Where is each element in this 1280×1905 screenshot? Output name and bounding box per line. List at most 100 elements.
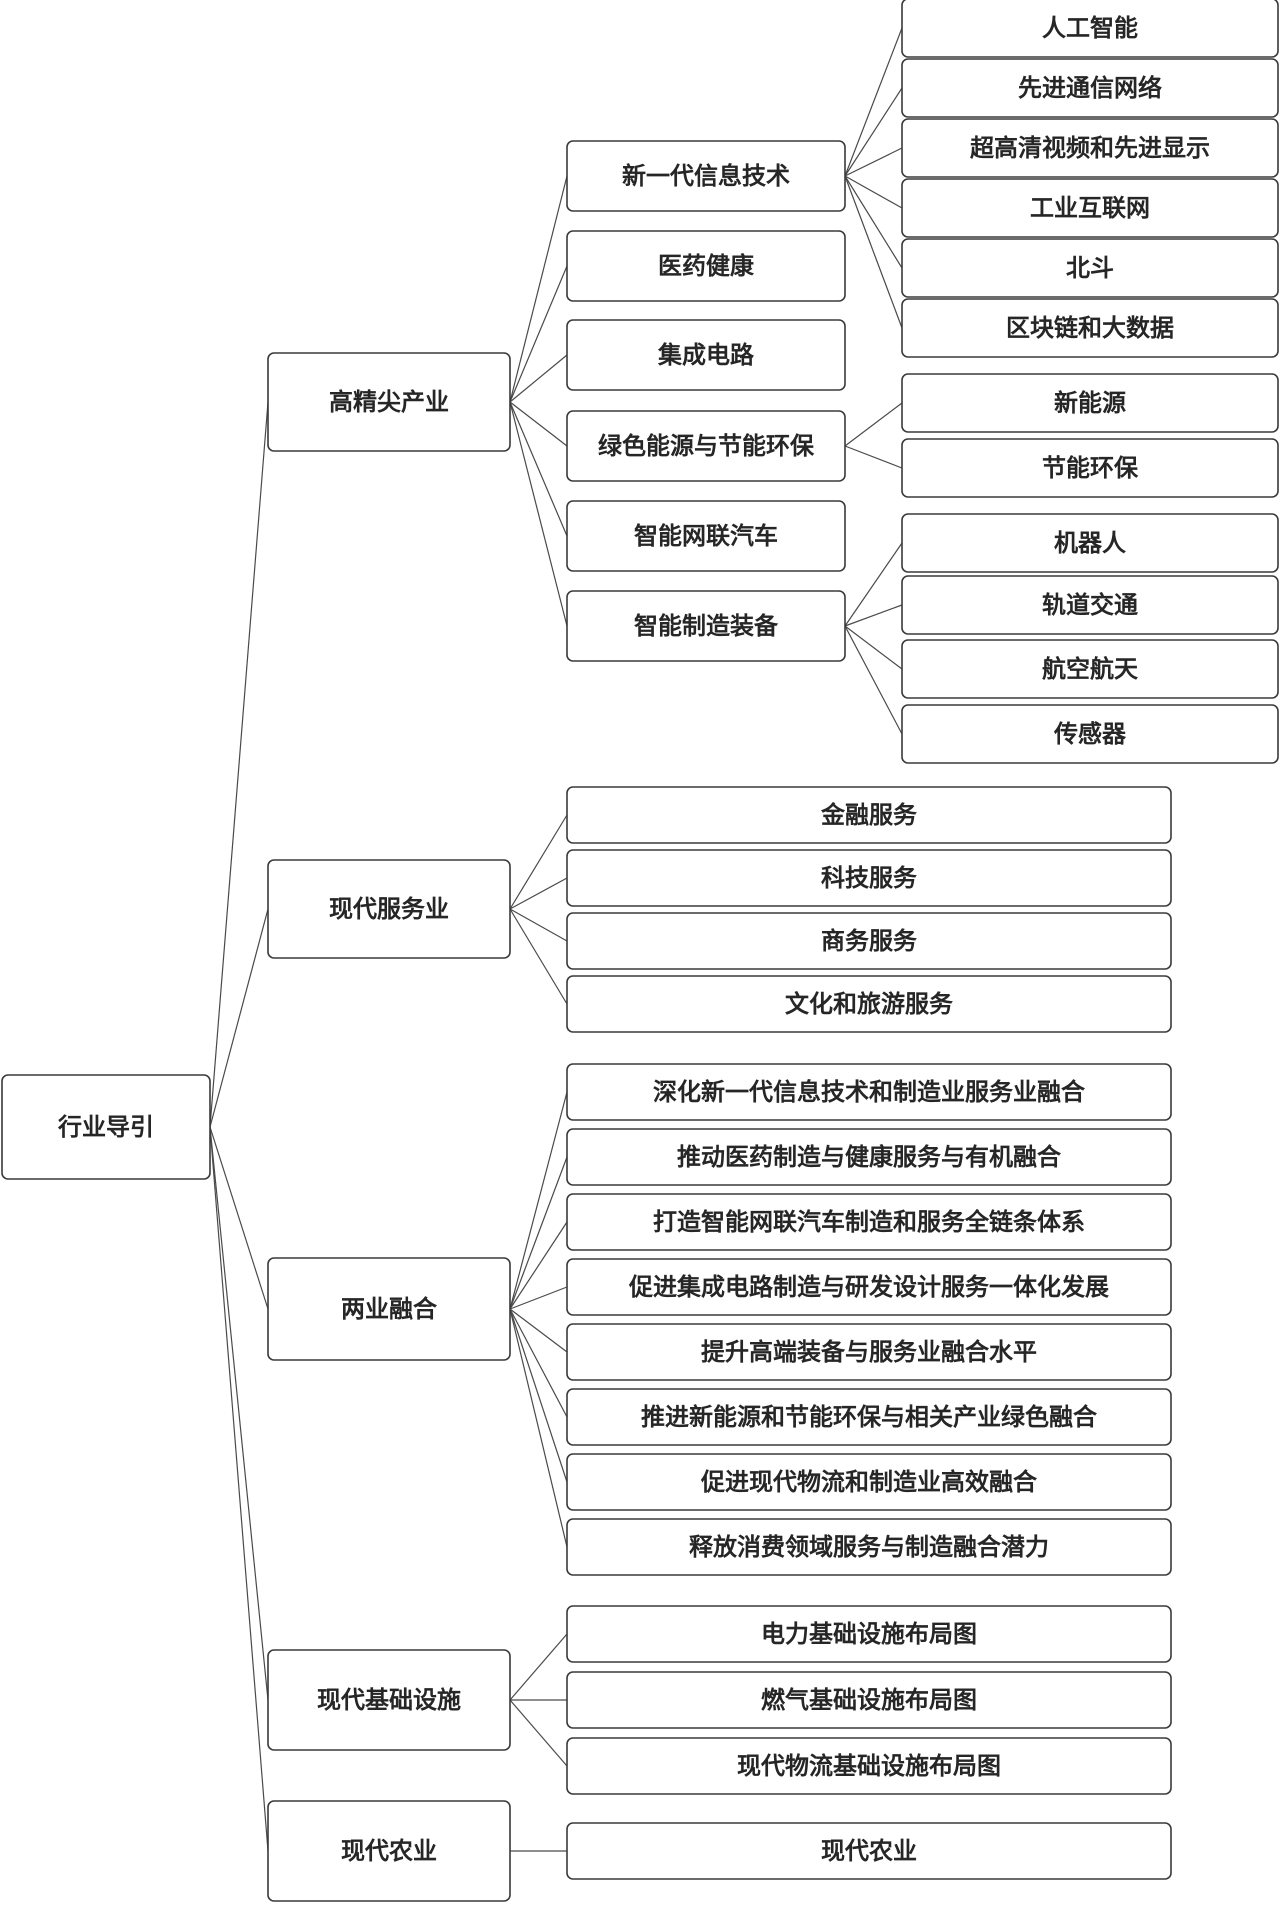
leaf-node-3-0-box bbox=[901, 373, 1279, 433]
item-node-1-2-label: 商务服务 bbox=[821, 927, 918, 955]
item-node-2-4-box bbox=[566, 1323, 1172, 1381]
subcategory-to-leaf-line bbox=[844, 175, 903, 329]
item-node-1-0-box bbox=[566, 786, 1172, 844]
subcategory-to-leaf-line bbox=[844, 625, 903, 670]
root-to-category-line bbox=[209, 1126, 269, 1310]
item-node-4-0-box bbox=[566, 1822, 1172, 1880]
leaf-node-5-3-label: 传感器 bbox=[1053, 720, 1127, 748]
category-node-0-box bbox=[267, 352, 511, 452]
item-node-4-0-label: 现代农业 bbox=[821, 1837, 917, 1865]
subcategory-node-5-box bbox=[566, 590, 846, 662]
item-node-2-6: 促进现代物流和制造业高效融合 bbox=[566, 1453, 1172, 1511]
leaf-node-5-2-box bbox=[901, 639, 1279, 699]
item-node-2-0-label: 深化新一代信息技术和制造业服务业融合 bbox=[653, 1078, 1086, 1106]
root-to-category-line bbox=[209, 1126, 269, 1852]
leaf-node-3-1-label: 节能环保 bbox=[1042, 454, 1139, 482]
leaf-node-0-0: 人工智能 bbox=[901, 0, 1279, 58]
subcategory-node-5: 智能制造装备 bbox=[566, 590, 846, 662]
category-node-1-label: 现代服务业 bbox=[329, 895, 449, 923]
subcategory-node-1: 医药健康 bbox=[566, 230, 846, 302]
subcategory-to-leaf-line bbox=[844, 604, 903, 627]
leaf-node-0-0-box bbox=[901, 0, 1279, 58]
item-node-1-3: 文化和旅游服务 bbox=[566, 975, 1172, 1033]
leaf-node-3-1-box bbox=[901, 438, 1279, 498]
item-node-2-3: 促进集成电路制造与研发设计服务一体化发展 bbox=[566, 1258, 1172, 1316]
leaf-node-0-3-box bbox=[901, 178, 1279, 238]
category-node-2-box bbox=[267, 1257, 511, 1361]
item-node-1-3-label: 文化和旅游服务 bbox=[785, 990, 954, 1018]
item-node-2-1: 推动医药制造与健康服务与有机融合 bbox=[566, 1128, 1172, 1186]
subcategory-node-2-box bbox=[566, 319, 846, 391]
subcategory-node-0-box bbox=[566, 140, 846, 212]
item-node-3-1-box bbox=[566, 1671, 1172, 1729]
leaf-node-0-2-label: 超高清视频和先进显示 bbox=[970, 134, 1210, 162]
subcategory-to-leaf-line bbox=[844, 175, 903, 209]
category-to-subcategory-line bbox=[509, 265, 568, 403]
item-node-1-3-box bbox=[566, 975, 1172, 1033]
category-to-item-line bbox=[509, 877, 568, 910]
item-node-2-2: 打造智能网联汽车制造和服务全链条体系 bbox=[566, 1193, 1172, 1251]
category-to-item-line bbox=[509, 1699, 568, 1767]
leaf-node-0-3: 工业互联网 bbox=[901, 178, 1279, 238]
leaf-node-0-1: 先进通信网络 bbox=[901, 58, 1279, 118]
item-node-3-2-label: 现代物流基础设施布局图 bbox=[737, 1752, 1001, 1780]
subcategory-node-3-label: 绿色能源与节能环保 bbox=[598, 432, 815, 460]
leaf-node-0-4-box bbox=[901, 238, 1279, 298]
leaf-node-3-0-label: 新能源 bbox=[1054, 389, 1126, 417]
leaf-node-0-4: 北斗 bbox=[901, 238, 1279, 298]
leaf-node-5-3: 传感器 bbox=[901, 704, 1279, 764]
subcategory-to-leaf-line bbox=[844, 625, 903, 735]
item-node-4-0: 现代农业 bbox=[566, 1822, 1172, 1880]
item-node-2-1-label: 推动医药制造与健康服务与有机融合 bbox=[677, 1143, 1062, 1171]
subcategory-node-3: 绿色能源与节能环保 bbox=[566, 410, 846, 482]
item-node-1-1: 科技服务 bbox=[566, 849, 1172, 907]
category-node-3-box bbox=[267, 1649, 511, 1751]
subcategory-node-4-box bbox=[566, 500, 846, 572]
item-node-2-0-box bbox=[566, 1063, 1172, 1121]
leaf-node-0-4-label: 北斗 bbox=[1066, 254, 1114, 282]
item-node-2-6-box bbox=[566, 1453, 1172, 1511]
item-node-2-4-label: 提升高端装备与服务业融合水平 bbox=[701, 1338, 1037, 1366]
leaf-node-0-2-box bbox=[901, 118, 1279, 178]
leaf-node-5-0: 机器人 bbox=[901, 513, 1279, 573]
root-to-category-line bbox=[209, 1126, 269, 1701]
item-node-2-7-box bbox=[566, 1518, 1172, 1576]
subcategory-to-leaf-line bbox=[844, 27, 903, 177]
category-node-4-box bbox=[267, 1800, 511, 1902]
category-node-0-label: 高精尖产业 bbox=[329, 388, 449, 416]
category-to-item-line bbox=[509, 1633, 568, 1701]
item-node-2-7-label: 释放消费领域服务与制造融合潜力 bbox=[689, 1533, 1049, 1561]
leaf-node-0-5: 区块链和大数据 bbox=[901, 298, 1279, 358]
item-node-1-2-box bbox=[566, 912, 1172, 970]
leaf-node-3-1: 节能环保 bbox=[901, 438, 1279, 498]
leaf-node-0-3-label: 工业互联网 bbox=[1030, 194, 1150, 222]
leaf-node-0-2: 超高清视频和先进显示 bbox=[901, 118, 1279, 178]
item-node-3-0-label: 电力基础设施布局图 bbox=[761, 1620, 977, 1648]
subcategory-node-0-label: 新一代信息技术 bbox=[622, 162, 790, 190]
item-node-3-1-label: 燃气基础设施布局图 bbox=[761, 1686, 977, 1714]
leaf-node-5-1-box bbox=[901, 575, 1279, 635]
category-to-item-line bbox=[509, 1091, 568, 1310]
connector-lines bbox=[209, 27, 903, 1852]
subcategory-to-leaf-line bbox=[844, 87, 903, 177]
item-node-1-2: 商务服务 bbox=[566, 912, 1172, 970]
item-node-3-0-box bbox=[566, 1605, 1172, 1663]
item-node-2-5-label: 推进新能源和节能环保与相关产业绿色融合 bbox=[641, 1403, 1098, 1431]
item-node-1-0: 金融服务 bbox=[566, 786, 1172, 844]
subcategory-node-4: 智能网联汽车 bbox=[566, 500, 846, 572]
item-node-2-7: 释放消费领域服务与制造融合潜力 bbox=[566, 1518, 1172, 1576]
category-to-subcategory-line bbox=[509, 175, 568, 403]
leaf-node-5-0-label: 机器人 bbox=[1054, 529, 1126, 557]
item-node-2-4: 提升高端装备与服务业融合水平 bbox=[566, 1323, 1172, 1381]
category-to-item-line bbox=[509, 1156, 568, 1310]
item-node-3-1: 燃气基础设施布局图 bbox=[566, 1671, 1172, 1729]
subcategory-to-leaf-line bbox=[844, 147, 903, 177]
item-node-2-0: 深化新一代信息技术和制造业服务业融合 bbox=[566, 1063, 1172, 1121]
category-node-2: 两业融合 bbox=[267, 1257, 511, 1361]
leaf-node-5-3-box bbox=[901, 704, 1279, 764]
category-to-subcategory-line bbox=[509, 401, 568, 537]
root-to-category-line bbox=[209, 908, 269, 1128]
category-to-subcategory-line bbox=[509, 354, 568, 403]
